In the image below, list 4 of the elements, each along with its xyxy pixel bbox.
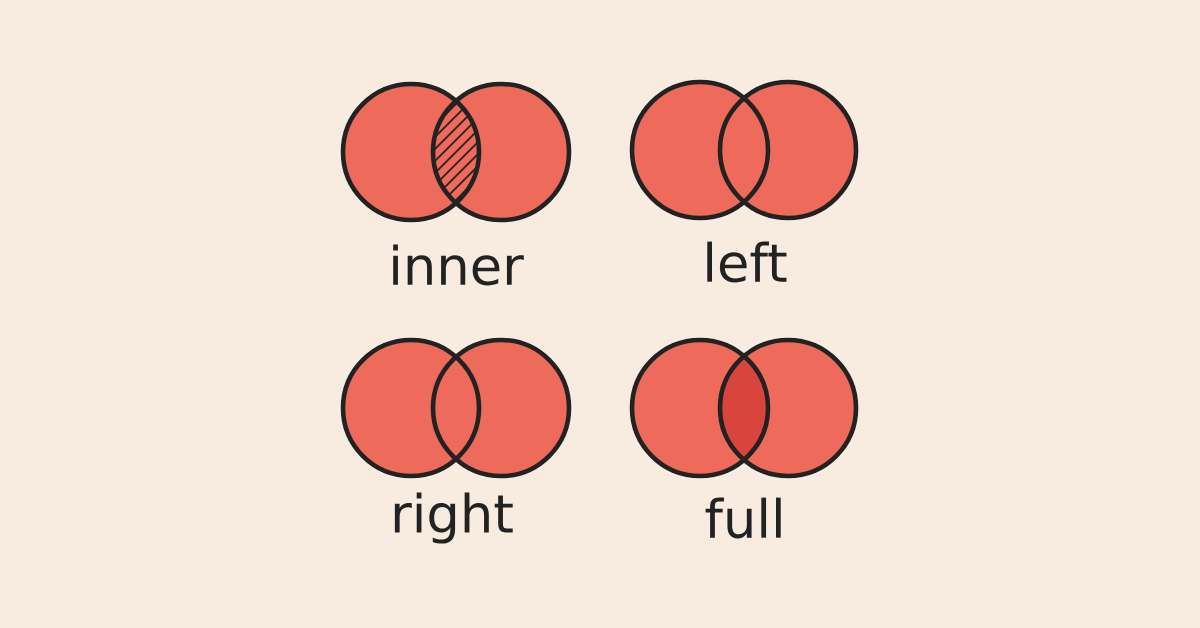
diagram-label: full bbox=[705, 497, 781, 539]
diagram-label: inner bbox=[393, 244, 524, 286]
diagram-label: left bbox=[707, 241, 787, 283]
diagram-label: right bbox=[394, 492, 513, 544]
